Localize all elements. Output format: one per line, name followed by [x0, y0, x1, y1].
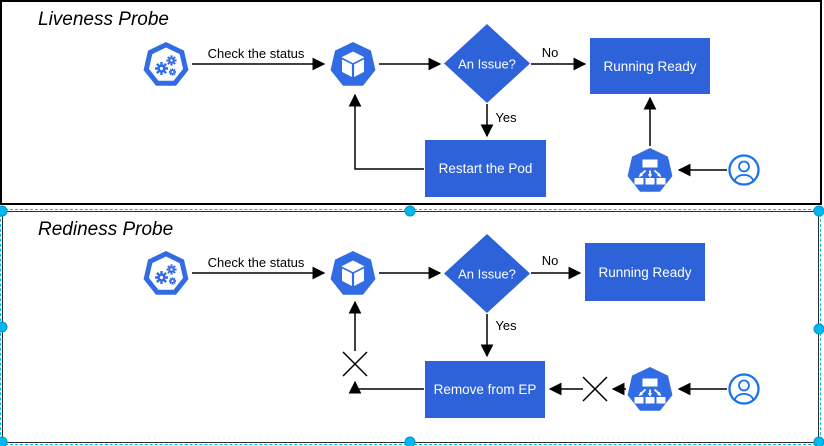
k8s-deployment-icon[interactable]: [626, 366, 674, 414]
panel-title-liveness: Liveness Probe: [38, 9, 169, 30]
running-ready-label-rediness: Running Ready: [598, 264, 692, 280]
no-label-liveness[interactable]: No: [539, 44, 561, 61]
k8s-deployment-icon[interactable]: [626, 147, 674, 195]
decision-label-rediness: An Issue?: [458, 266, 516, 282]
selection-handle-ne[interactable]: [813, 205, 824, 217]
running-ready-node-rediness[interactable]: Running Ready: [585, 243, 705, 301]
selection-handle-w[interactable]: [0, 321, 8, 333]
check-status-label-rediness[interactable]: Check the status: [205, 254, 307, 271]
k8s-pod-icon[interactable]: [329, 41, 377, 89]
selection-handle-nw[interactable]: [0, 205, 8, 217]
running-ready-node-liveness[interactable]: Running Ready: [590, 38, 710, 94]
selection-handle-se[interactable]: [813, 436, 824, 446]
selection-handle-e[interactable]: [813, 323, 824, 335]
user-icon[interactable]: [727, 372, 761, 406]
check-status-label-liveness[interactable]: Check the status: [205, 45, 307, 62]
yes-label-liveness[interactable]: Yes: [493, 109, 519, 126]
container-liveness-probe[interactable]: [0, 0, 822, 205]
no-label-rediness[interactable]: No: [539, 252, 561, 269]
k8s-pod-icon[interactable]: [329, 250, 377, 298]
k8s-controller-gears-icon[interactable]: [142, 250, 190, 298]
yes-label-rediness[interactable]: Yes: [493, 317, 519, 334]
panel-title-rediness: Rediness Probe: [38, 219, 174, 240]
remove-from-ep-label: Remove from EP: [433, 382, 537, 397]
restart-pod-label: Restart the Pod: [438, 161, 533, 176]
selection-handle-sw[interactable]: [0, 436, 8, 446]
k8s-controller-gears-icon[interactable]: [142, 41, 190, 89]
remove-from-ep-node[interactable]: Remove from EP: [425, 361, 545, 418]
running-ready-label-liveness: Running Ready: [603, 58, 697, 74]
selection-handle-n[interactable]: [404, 205, 416, 217]
selection-handle-s[interactable]: [404, 436, 416, 446]
user-icon[interactable]: [727, 153, 761, 187]
restart-pod-node[interactable]: Restart the Pod: [425, 140, 546, 197]
decision-label-liveness: An Issue?: [458, 56, 516, 72]
